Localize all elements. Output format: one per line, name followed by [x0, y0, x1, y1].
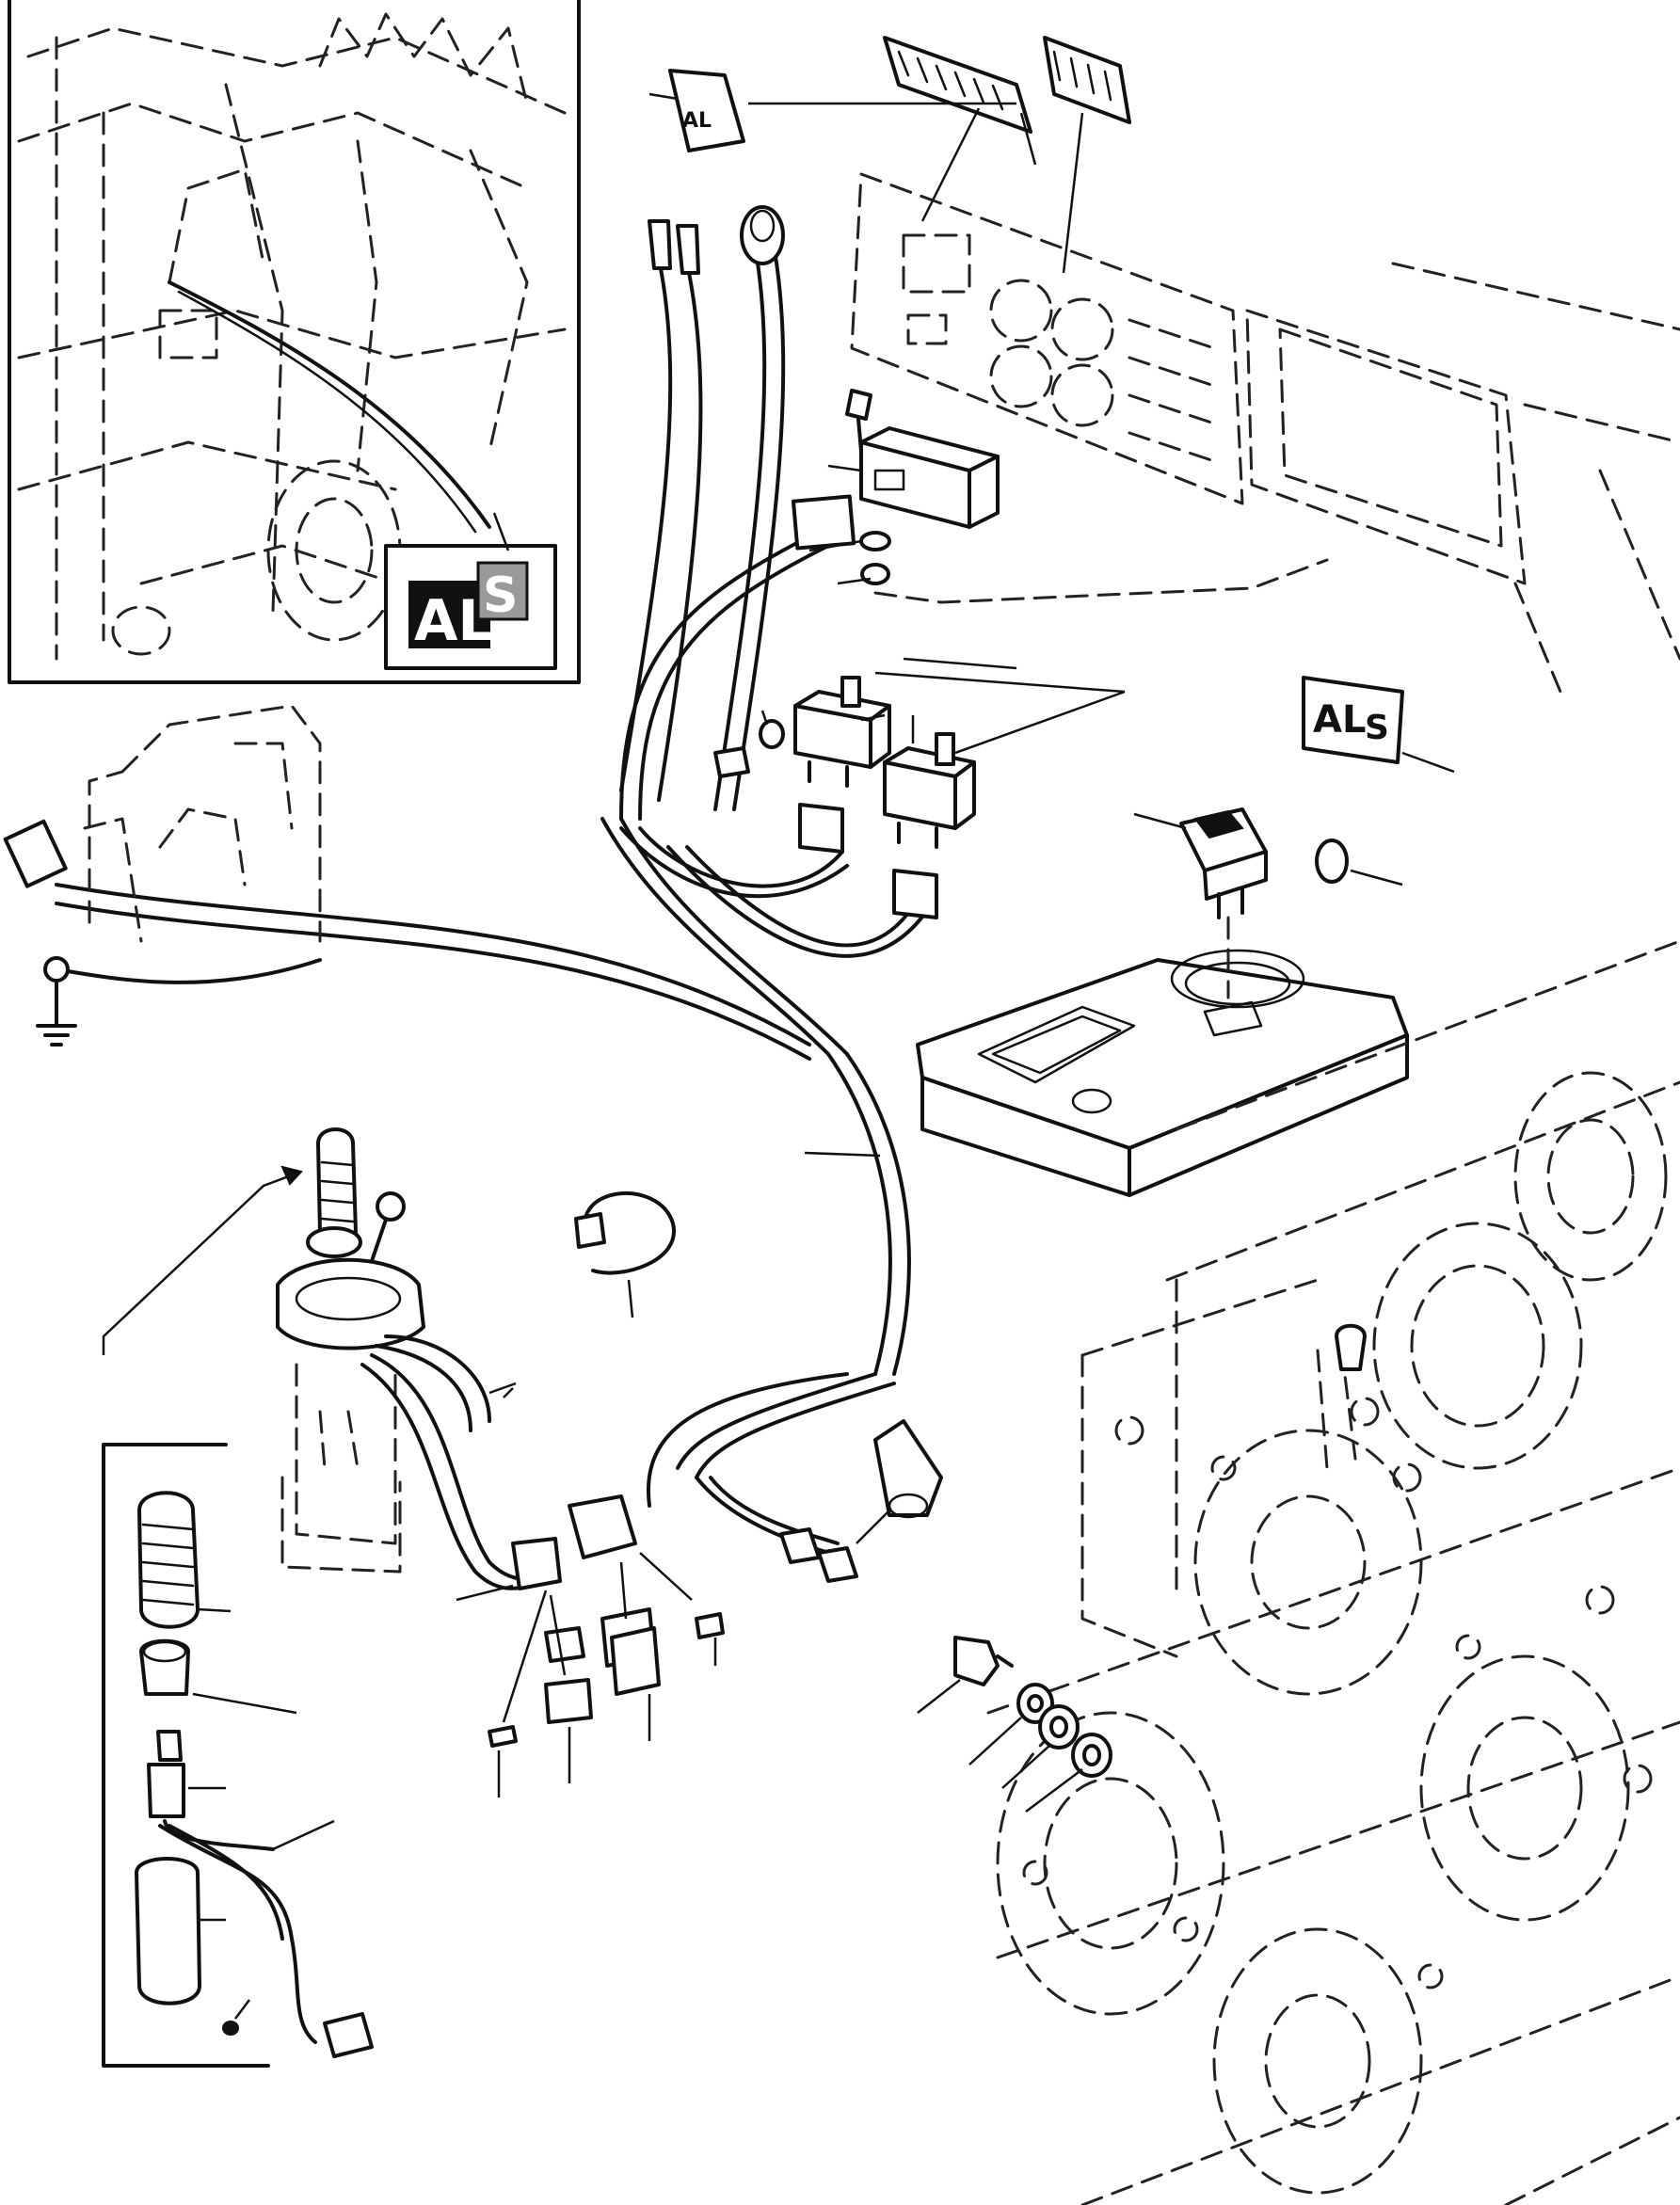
top-connector-strips: AL: [648, 36, 1131, 274]
hydraulic-valve-block: [986, 939, 1680, 2205]
cluster-leader: [873, 558, 1329, 604]
inset-als-logo: AL S: [408, 561, 529, 654]
clip-logo-text: AL: [682, 109, 712, 133]
inset-logo-text-al: AL: [414, 588, 494, 654]
center-connectors: [456, 1494, 725, 1798]
inset-loader-view: AL S: [8, 0, 581, 684]
cable-tie: [574, 1191, 676, 1318]
rocker-switch-and-bulb: AL S: [1133, 676, 1455, 919]
inset-logo-text-s: S: [483, 567, 518, 624]
main-wiring-harness: [3, 205, 934, 1555]
relays: [713, 389, 1126, 919]
engine-block-outline: [83, 704, 322, 943]
console-panel: [916, 916, 1409, 1197]
joystick-detail-box: [102, 1443, 374, 2068]
als-decal: AL S: [1302, 676, 1404, 764]
pressure-switch-parts: [779, 1419, 1112, 1813]
instrument-cluster: [850, 172, 1680, 698]
decal-text-al: AL: [1313, 698, 1366, 742]
decal-text-s: S: [1365, 709, 1389, 747]
